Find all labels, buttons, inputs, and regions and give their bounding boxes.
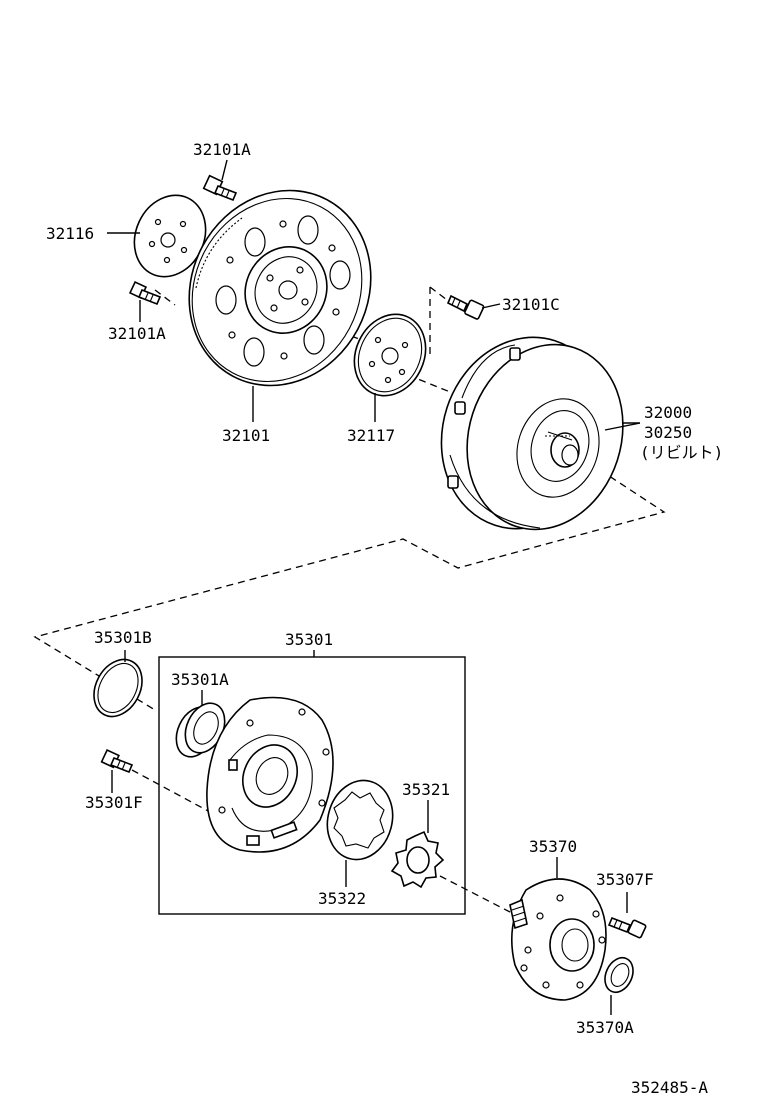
label-35322: 35322 — [318, 889, 366, 908]
label-32101: 32101 — [222, 426, 270, 445]
label-35301a: 35301A — [171, 670, 229, 689]
label-35370: 35370 — [529, 837, 577, 856]
label-32000: 32000 — [644, 403, 692, 422]
plate-32116 — [133, 194, 207, 278]
drive-plate-32101 — [188, 189, 372, 387]
seal-ring-35370a — [604, 956, 634, 994]
drive-gear-35321 — [390, 830, 445, 889]
label-30250: 30250 — [644, 423, 692, 442]
label-32101c: 32101C — [502, 295, 560, 314]
label-35301f: 35301F — [85, 793, 143, 812]
leader-lines — [107, 159, 641, 1015]
plate-32117 — [353, 313, 427, 397]
label-35321: 35321 — [402, 780, 450, 799]
bolt-32101c — [446, 294, 485, 320]
label-32101a-top: 32101A — [193, 140, 251, 159]
label-32117: 32117 — [347, 426, 395, 445]
label-rebuilt: (リビルト) — [640, 443, 723, 462]
driven-gear-35322 — [326, 779, 394, 861]
label-32101a-left: 32101A — [108, 324, 166, 343]
o-ring-35301b — [93, 658, 143, 718]
part-labels: 32101A 32116 32101A 32101 32117 32101C 3… — [46, 140, 723, 1097]
label-35301b: 35301B — [94, 628, 152, 647]
pump-body-35301 — [206, 696, 334, 853]
oil-seal-35301a — [175, 702, 226, 758]
bolt-32101a-top — [202, 174, 238, 202]
label-32116: 32116 — [46, 224, 94, 243]
bolt-35307f — [607, 916, 647, 939]
label-35301: 35301 — [285, 630, 333, 649]
label-35370a: 35370A — [576, 1018, 634, 1037]
bolt-35301f — [100, 748, 134, 774]
group-box-35301 — [158, 656, 466, 915]
torque-converter-32000 — [440, 336, 624, 531]
bolt-32101a-left — [128, 280, 162, 306]
stator-shaft-35370 — [509, 878, 607, 1001]
label-35307f: 35307F — [596, 870, 654, 889]
diagram-reference-code: 352485-A — [631, 1078, 708, 1097]
